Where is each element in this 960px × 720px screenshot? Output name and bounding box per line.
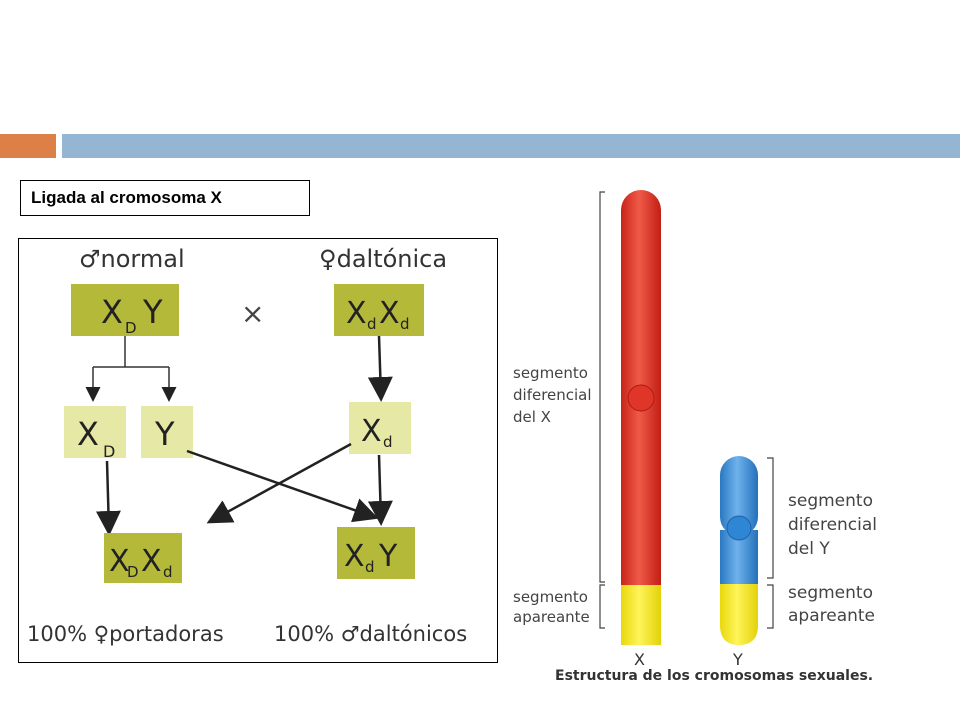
male-y-letter: Y [142, 293, 163, 331]
y-centromere [726, 515, 752, 541]
female-x-gamete-letter: X [361, 414, 382, 449]
male-x-letter: X [101, 293, 123, 331]
x-chromosome-name: X [634, 650, 645, 669]
female-offspring-x1-letter: X [109, 544, 130, 579]
y-diff-label-line2: diferencial [788, 515, 877, 535]
male-offspring-x-allele: d [365, 558, 375, 576]
cross-symbol: × [241, 297, 264, 330]
accent-bar-orange [0, 134, 56, 158]
male-x-gamete-letter: X [77, 415, 99, 453]
arrow-male-x-to-female-offspring [95, 460, 121, 536]
male-offspring-y-letter: Y [378, 539, 398, 574]
x-diff-label-line2: diferencial [513, 386, 592, 404]
slide-title: Ligada al cromosoma X [20, 180, 310, 216]
inheritance-cross-diagram: ♂normal ♀daltónica X D Y × X d X d X D Y… [18, 238, 498, 663]
female-offspring-x2-letter: X [141, 544, 162, 579]
female-x1-letter: X [346, 296, 367, 331]
x-diff-bracket [599, 191, 605, 583]
female-x2-allele: d [400, 315, 410, 333]
y-chromosome-name: Y [732, 650, 743, 669]
y-diff-bracket [767, 457, 774, 579]
y-diff-label-line1: segmento [788, 491, 873, 511]
male-offspring-x-letter: X [344, 539, 365, 574]
y-chromosome [720, 456, 758, 645]
female-x2-letter: X [379, 296, 400, 331]
male-y-gamete-letter: Y [154, 415, 175, 453]
female-offspring-result: 100% ♀portadoras [27, 622, 224, 646]
female-offspring-x2-allele: d [163, 563, 173, 581]
x-centromere [627, 384, 655, 412]
sex-chromosomes-figure: segmento diferencial del X segmento apar… [505, 180, 960, 710]
female-x-gamete-allele: d [383, 433, 393, 451]
male-x-gamete-allele: D [103, 442, 115, 461]
male-offspring-result: 100% ♂daltónicos [274, 622, 467, 646]
male-x-gamete-box [64, 406, 126, 458]
male-parent-label: ♂normal [79, 245, 185, 273]
x-diff-label-line1: segmento [513, 364, 588, 382]
male-y-gamete-box [141, 406, 193, 458]
y-diff-label-line3: del Y [788, 539, 830, 559]
arrow-female-x-to-female-offspring [206, 442, 352, 524]
male-genotype-box [71, 284, 179, 336]
y-pair-label-line2: apareante [788, 606, 875, 626]
x-pair-label-line2: apareante [513, 608, 590, 626]
female-genotype-box [334, 284, 424, 336]
female-offspring-box [104, 533, 182, 583]
x-diff-label-line3: del X [513, 408, 551, 426]
female-parent-label: ♀daltónica [319, 245, 447, 273]
arrow-female-x-to-male-offspring [367, 454, 393, 526]
arrow-to-female-gamete [367, 335, 393, 402]
x-pair-label-line1: segmento [513, 588, 588, 606]
female-offspring-x1-allele: D [127, 563, 139, 581]
male-offspring-box [337, 527, 415, 579]
male-x-allele: D [125, 319, 137, 337]
female-x-gamete-box [349, 402, 411, 454]
female-x1-allele: d [367, 315, 377, 333]
x-pair-bracket [599, 584, 605, 629]
figure-caption: Estructura de los cromosomas sexuales. [555, 668, 873, 684]
accent-bar-blue [62, 134, 960, 158]
y-pair-label-line1: segmento [788, 583, 873, 603]
x-chromosome [621, 190, 661, 645]
y-pair-bracket [767, 584, 774, 629]
